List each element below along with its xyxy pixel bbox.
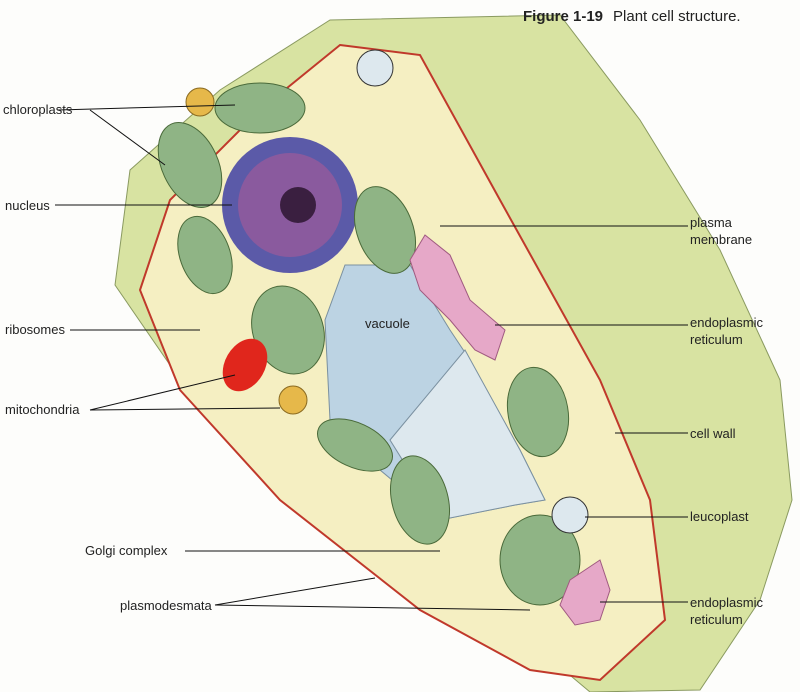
label-mitochondria: mitochondria <box>5 402 80 417</box>
mitochondrion <box>185 87 215 117</box>
leucoplast-shape <box>551 496 589 534</box>
label-endoplasmic-reticulum-2: endoplasmic reticulum <box>690 594 763 628</box>
label-ribosomes: ribosomes <box>5 322 65 337</box>
figure-title: Figure 1-19 Plant cell structure. <box>523 8 741 25</box>
label-leucoplast: leucoplast <box>690 509 749 524</box>
label-line: reticulum <box>690 612 743 627</box>
label-line: plasma <box>690 215 732 230</box>
label-chloroplasts: chloroplasts <box>3 102 73 117</box>
chloroplast <box>214 82 306 134</box>
figure-number: Figure 1-19 <box>523 8 604 25</box>
label-line: endoplasmic <box>690 595 763 610</box>
chloroplast <box>390 455 450 545</box>
chloroplast <box>157 122 223 208</box>
label-line: reticulum <box>690 332 743 347</box>
label-plasmodesmata: plasmodesmata <box>120 598 212 613</box>
label-endoplasmic-reticulum: endoplasmic reticulum <box>690 314 763 348</box>
label-line: endoplasmic <box>690 315 763 330</box>
er-shape <box>409 234 506 361</box>
label-nucleus: nucleus <box>5 198 50 213</box>
mitochondrion <box>278 385 308 415</box>
leucoplast-shape <box>356 49 394 87</box>
leader-lines <box>55 104 688 611</box>
chloroplast <box>499 514 581 606</box>
label-vacuole: vacuole <box>365 316 410 331</box>
label-line: membrane <box>690 232 753 247</box>
chloroplast <box>177 215 233 295</box>
label-plasma-membrane: plasma membrane <box>690 214 752 248</box>
figure-caption: Plant cell structure. <box>613 8 741 25</box>
chloroplast-group <box>157 82 581 606</box>
chloroplast <box>506 366 570 458</box>
label-golgi-complex: Golgi complex <box>85 543 168 558</box>
chloroplast <box>354 186 416 274</box>
label-cell-wall: cell wall <box>690 426 736 441</box>
er-shape <box>559 559 611 626</box>
nucleolus <box>280 187 316 223</box>
chloroplast <box>317 418 393 472</box>
mitochondrion <box>222 338 268 392</box>
